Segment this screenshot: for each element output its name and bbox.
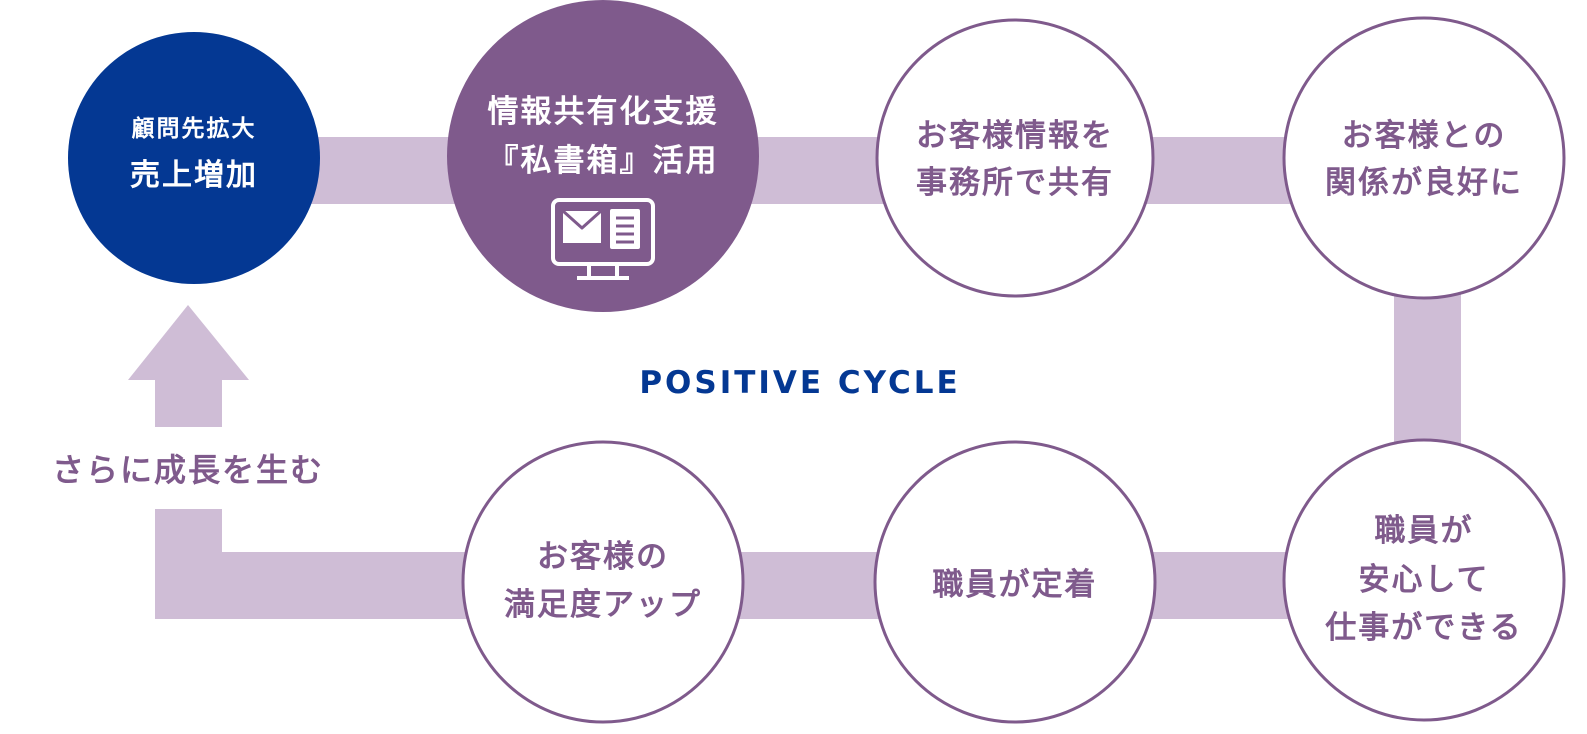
connector-bottom-2 [730, 552, 890, 619]
node-satisfaction-line-1: お客様の [537, 539, 669, 575]
node-retain-line-1: 職員が定着 [933, 567, 1098, 603]
node-satisfaction: お客様の 満足度アップ [461, 440, 745, 724]
node-start: 顧問先拡大 売上増加 [68, 32, 320, 284]
center-label: POSITIVE CYCLE [639, 365, 960, 401]
arrow-up-shaft [155, 375, 222, 427]
connector-right-vertical [1394, 290, 1461, 450]
node-share-line-2: 事務所で共有 [916, 165, 1114, 201]
node-relation-line-2: 関係が良好に [1325, 165, 1523, 201]
node-relation-line-1: お客様との [1342, 118, 1507, 154]
node-secure-circle [1282, 438, 1566, 722]
node-satisfaction-circle [461, 440, 745, 724]
node-relation-circle [1282, 16, 1566, 300]
connector-top-3 [1140, 137, 1300, 204]
node-support-line-1: 情報共有化支援 [488, 94, 719, 130]
connector-top-1 [300, 137, 470, 204]
connector-top-2 [740, 137, 890, 204]
node-share-circle [875, 18, 1155, 298]
node-secure-line-1: 職員が [1375, 513, 1474, 549]
node-support-line-2: 『私書箱』活用 [488, 143, 719, 179]
node-start-circle [68, 32, 320, 284]
node-share-line-1: お客様情報を [916, 118, 1114, 154]
node-retain-circle [873, 440, 1157, 724]
node-start-line-1: 顧問先拡大 [132, 115, 257, 142]
node-relation: お客様との 関係が良好に [1282, 16, 1566, 300]
node-support-circle [447, 0, 759, 312]
node-share: お客様情報を 事務所で共有 [875, 18, 1155, 298]
arrow-up-head [128, 305, 249, 380]
node-secure-line-3: 仕事ができる [1325, 610, 1522, 646]
connector-bottom-1 [1140, 552, 1300, 619]
node-satisfaction-line-2: 満足度アップ [504, 587, 702, 623]
connectors [128, 137, 1461, 619]
node-support: 情報共有化支援 『私書箱』活用 [447, 0, 759, 312]
connector-left-vertical [155, 509, 222, 619]
node-retain: 職員が定着 [873, 440, 1157, 724]
node-secure: 職員が 安心して 仕事ができる [1282, 438, 1566, 722]
node-start-line-2: 売上増加 [130, 158, 258, 193]
monitor-mail-icon [551, 198, 655, 280]
node-secure-line-2: 安心して [1358, 562, 1489, 598]
growth-label: さらに成長を生む [52, 451, 324, 489]
